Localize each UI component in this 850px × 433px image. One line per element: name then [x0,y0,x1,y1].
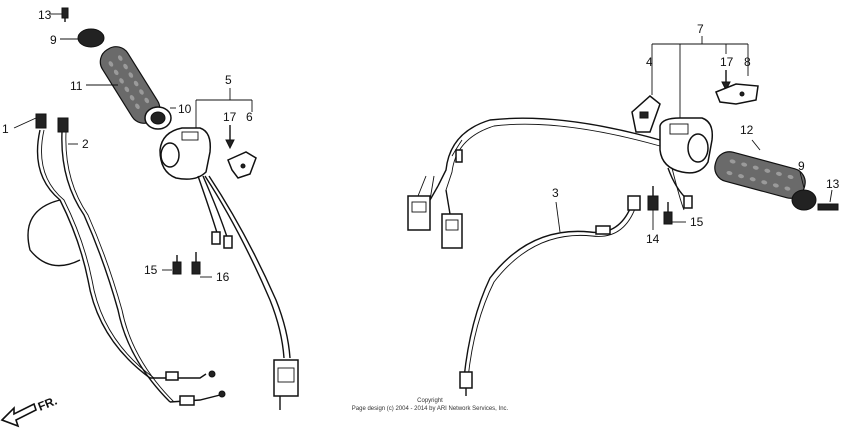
callout-10: 10 [178,102,192,116]
callout-14: 14 [646,232,660,246]
front-direction-arrow [0,402,37,428]
callout-8: 8 [744,55,751,69]
callout-17-left: 17 [223,110,237,124]
grip-end-screw-right [817,189,839,211]
left-handlebar-switch [159,127,212,180]
right-handlebar-switch [659,117,714,174]
bolt-15-left [172,255,182,275]
throttle-cables [27,113,226,406]
callout-5: 5 [225,73,232,87]
callout-15-right: 15 [690,215,704,229]
callout-17-right: 17 [720,55,734,69]
callout-12: 12 [740,123,754,137]
right-switch-harness [407,117,661,249]
callout-15-left: 15 [144,263,158,277]
handlebar-grip-right [714,151,806,199]
grip-end-screw-left [61,7,69,22]
copyright-line-2: Page design (c) 2004 - 2014 by ARI Netwo… [351,406,509,412]
left-switch-connector [273,359,299,410]
front-stop-switch [631,95,661,133]
grip-end-weight-right [791,189,817,211]
leader-5-bracket [195,88,253,130]
callout-1: 1 [2,122,9,136]
callout-13-right: 13 [826,177,840,191]
copyright-notice: Copyright Page design (c) 2004 - 2014 by… [320,397,540,413]
callout-2: 2 [82,137,89,151]
switch-screw-left [225,125,235,150]
callout-9-right: 9 [798,159,805,173]
callout-11: 11 [70,79,83,93]
callout-13-left: 13 [38,8,52,22]
switch-screw-right [721,70,731,92]
callout-3: 3 [552,186,559,200]
front-direction-label: FR. [36,394,59,414]
grip-end-weight-left [77,28,105,48]
clutch-switch [647,186,659,230]
copyright-line-1: Copyright [417,398,443,404]
cable-3 [459,195,641,396]
callout-9-left: 9 [50,33,57,47]
bolt-15-right [663,202,673,225]
callout-7: 7 [697,22,704,36]
callout-4: 4 [646,55,653,69]
callout-16: 16 [216,270,230,284]
leader-7-bracket [651,36,749,120]
callout-6: 6 [246,110,253,124]
bolt-16 [191,252,201,275]
switch-clamp-right [715,83,759,105]
